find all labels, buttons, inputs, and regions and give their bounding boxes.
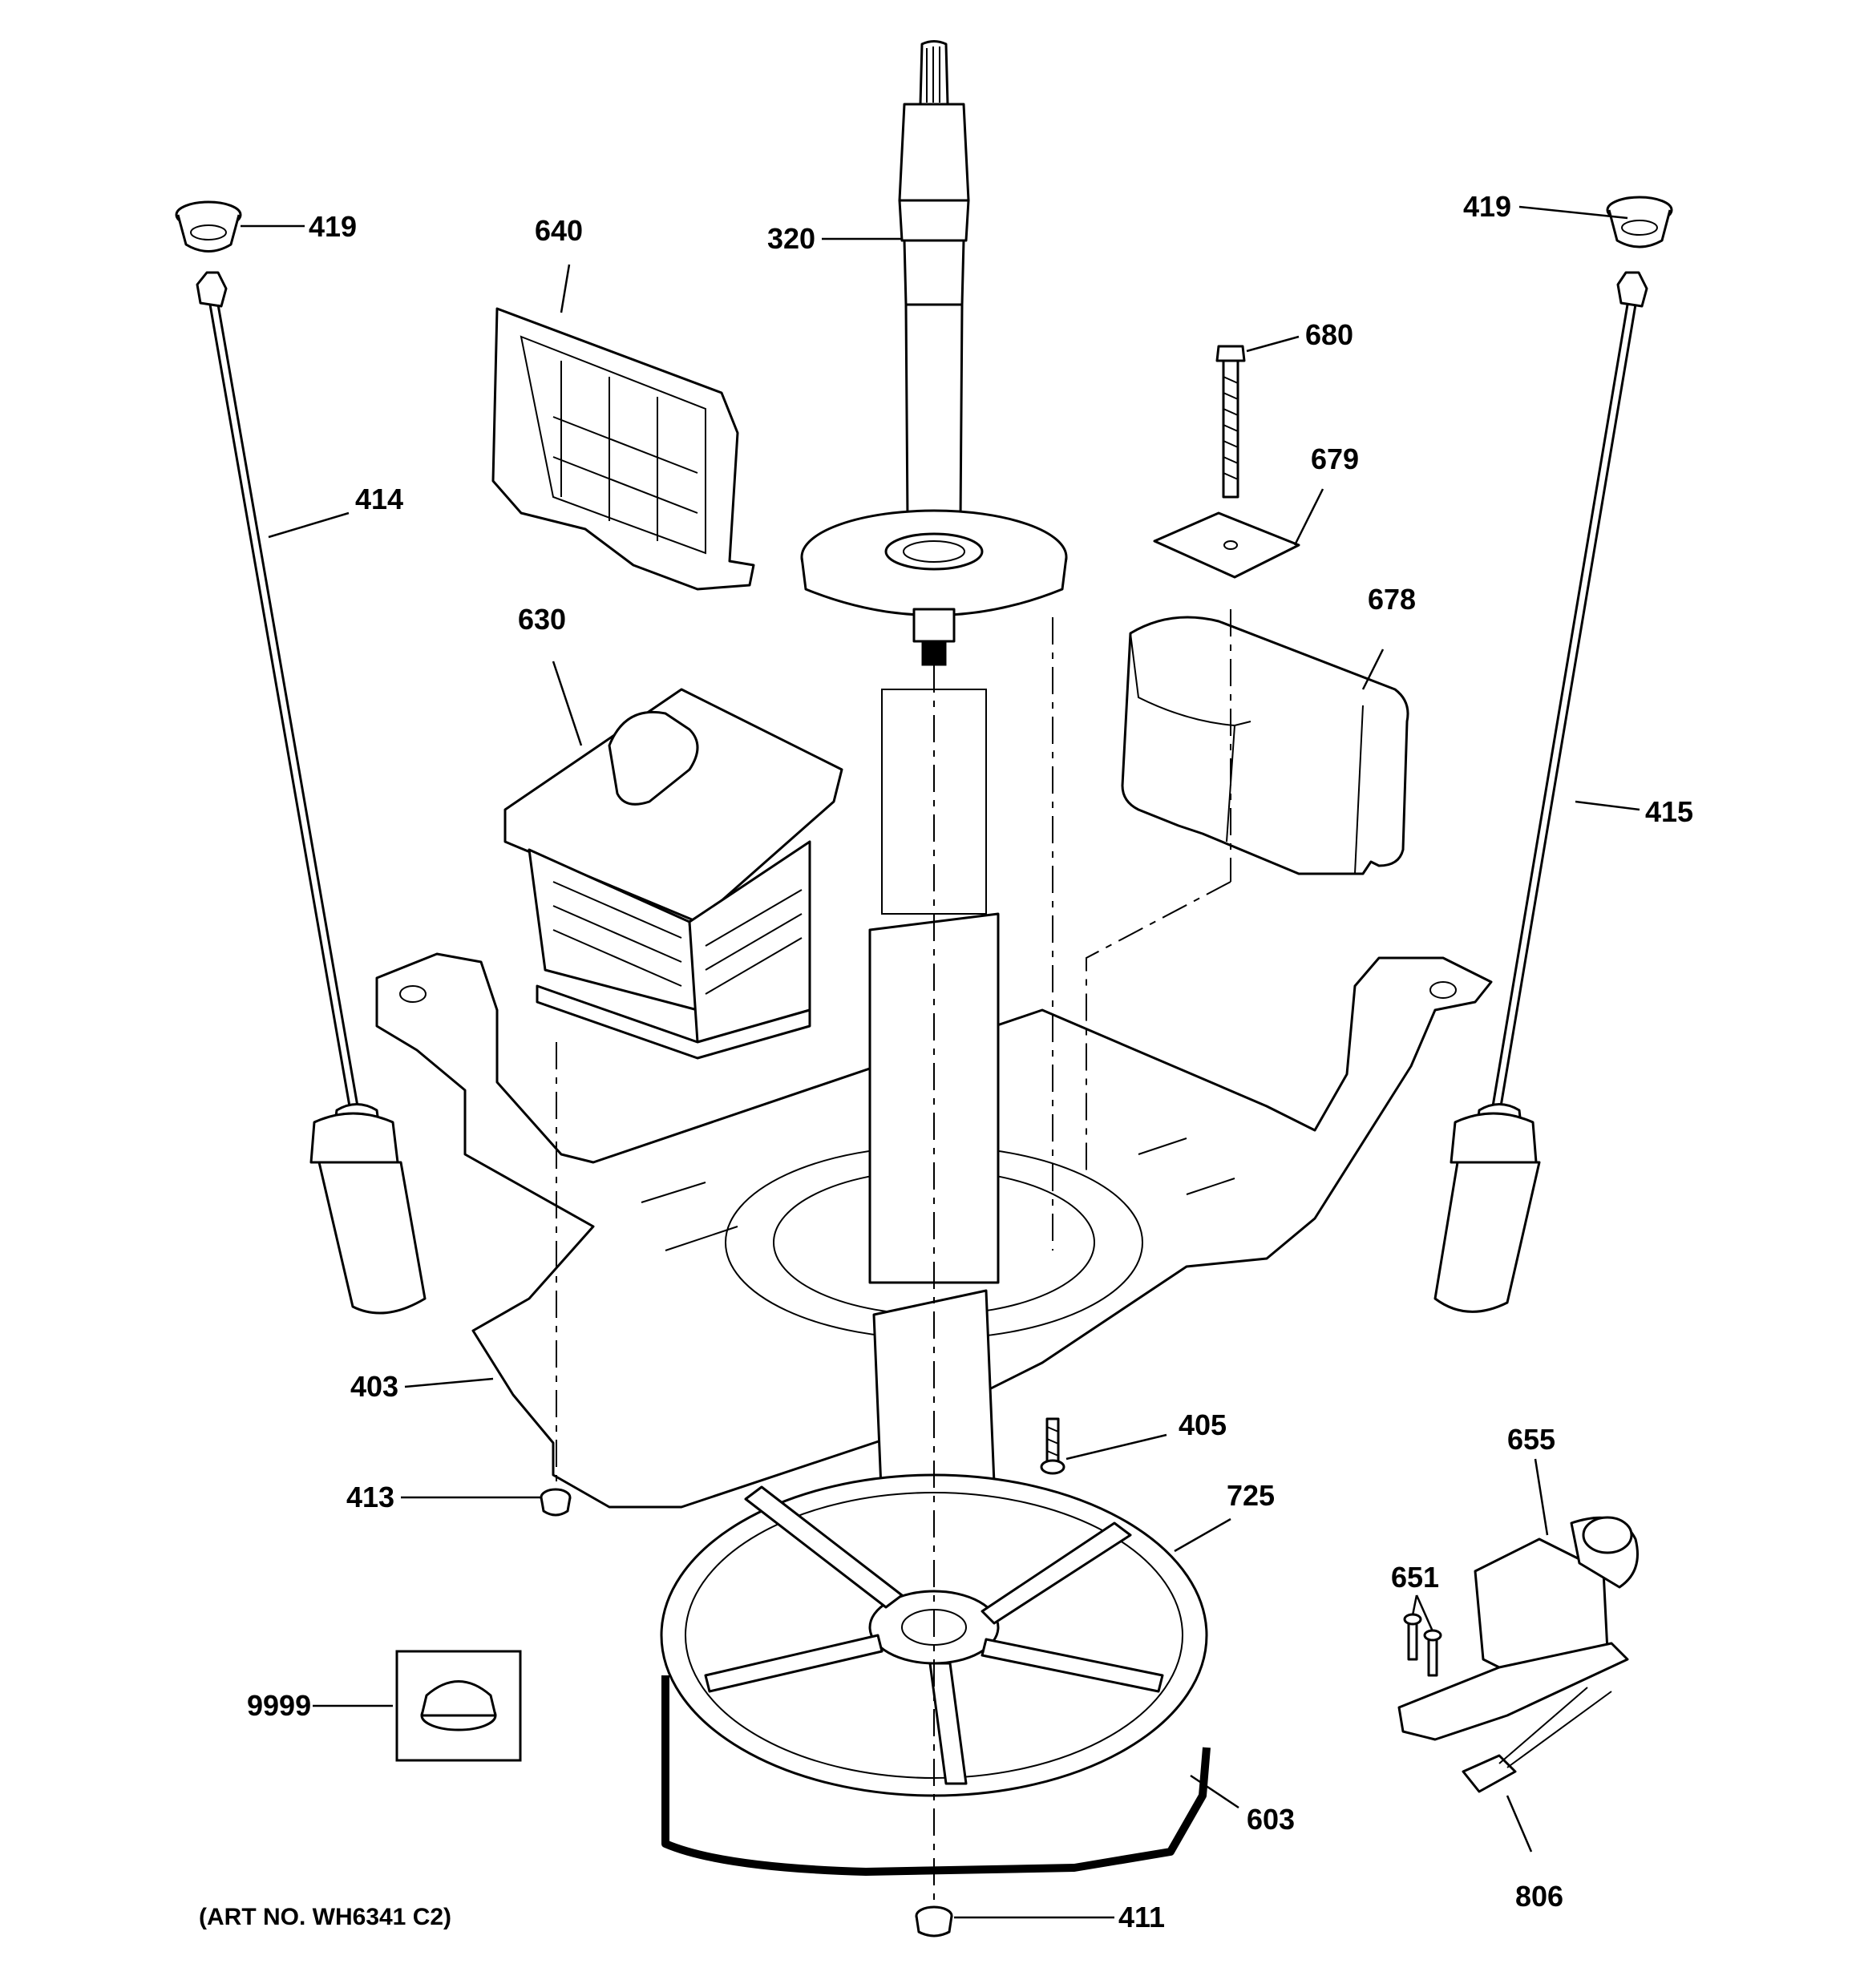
drive-shaft-320 <box>800 40 1068 666</box>
suspension-cap-419-right <box>1606 196 1673 248</box>
callout-680: 680 <box>1305 318 1354 351</box>
art-number: (ART NO. WH6341 C2) <box>199 1904 452 1930</box>
callout-419-left: 419 <box>309 210 358 243</box>
leader-lines <box>241 205 1640 1919</box>
assembly-lines <box>556 609 1231 1900</box>
callout-679: 679 <box>1311 442 1360 475</box>
sensor-806 <box>1462 1687 1612 1793</box>
bracket-640 <box>491 307 755 591</box>
nut-411 <box>915 1905 953 1937</box>
suspension-cap-419-left <box>175 200 242 253</box>
callout-413: 413 <box>346 1481 395 1513</box>
callout-415: 415 <box>1645 795 1694 828</box>
plate-679 <box>1153 511 1300 579</box>
callout-403: 403 <box>350 1370 399 1403</box>
callout-411: 411 <box>1118 1901 1166 1933</box>
inset-box-9999 <box>395 1650 522 1762</box>
callout-320: 320 <box>767 222 816 255</box>
callout-678: 678 <box>1368 583 1417 616</box>
callout-419-right: 419 <box>1463 190 1512 223</box>
callout-414: 414 <box>355 483 404 515</box>
screw-405 <box>1040 1417 1065 1475</box>
suspension-rod-414 <box>196 271 427 1315</box>
bolt-680 <box>1215 345 1246 499</box>
counterweight-678 <box>1121 616 1409 875</box>
callout-806: 806 <box>1515 1880 1564 1913</box>
callout-655: 655 <box>1507 1423 1556 1456</box>
callout-405: 405 <box>1179 1408 1227 1441</box>
pump-655 <box>1397 1516 1639 1741</box>
suspension-rod-415 <box>1433 271 1648 1313</box>
callout-725: 725 <box>1227 1479 1276 1512</box>
callout-603: 603 <box>1247 1803 1296 1836</box>
nut-413 <box>540 1488 572 1517</box>
callout-651: 651 <box>1391 1561 1440 1594</box>
motor-630 <box>503 688 843 1060</box>
callout-640: 640 <box>535 214 584 247</box>
callout-9999: 9999 <box>247 1689 312 1722</box>
screws-651 <box>1403 1613 1442 1677</box>
callout-630: 630 <box>518 603 567 636</box>
